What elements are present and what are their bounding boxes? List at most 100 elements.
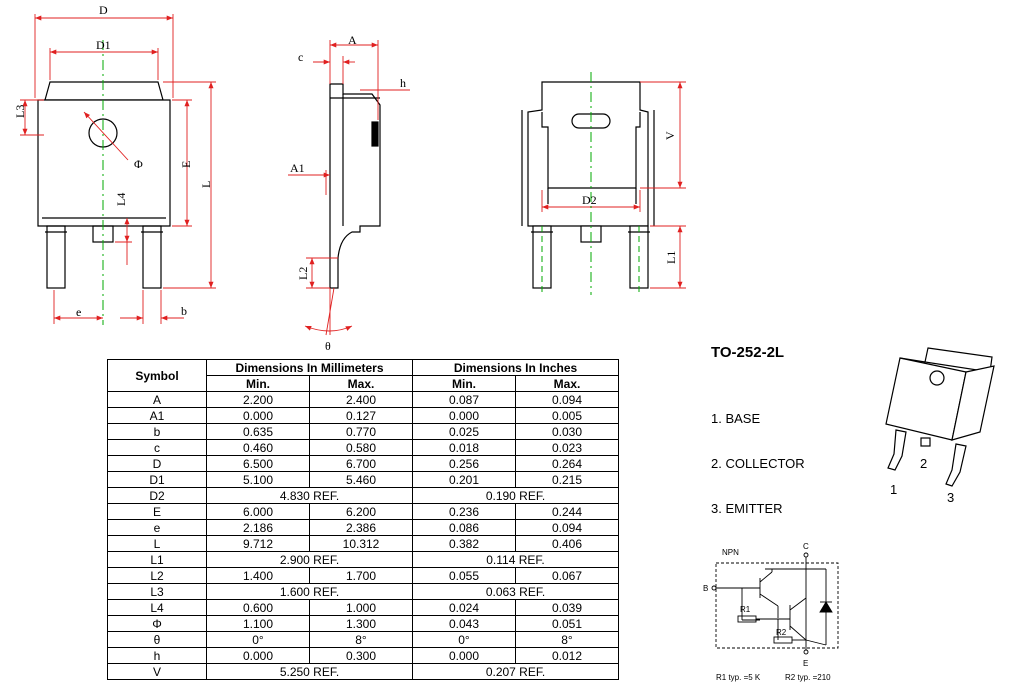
header-mm-max: Max.: [309, 375, 413, 392]
cell-mm-max: 8°: [309, 631, 413, 648]
header-mm-min: Min.: [206, 375, 310, 392]
cell-in-max: 0.094: [515, 519, 619, 536]
cell-symbol: e: [107, 519, 207, 536]
cell-mm-min: 2.186: [206, 519, 310, 536]
cell-in-max: 0.039: [515, 599, 619, 616]
cell-in-min: 0.086: [412, 519, 516, 536]
cell-mm-max: 0.770: [309, 423, 413, 440]
lead-right: [142, 225, 162, 289]
cell-mm-max: 2.400: [309, 391, 413, 408]
cell-mm-min: 2.200: [206, 391, 310, 408]
cell-symbol: h: [107, 647, 207, 664]
cell-in-max: 0.094: [515, 391, 619, 408]
label-c: c: [298, 50, 303, 64]
cell-mm-min: 1.400: [206, 567, 310, 584]
cell-mm-min: 9.712: [206, 535, 310, 552]
cell-in-min: 0.382: [412, 535, 516, 552]
cell-mm-min: 1.100: [206, 615, 310, 632]
pin-number-2: 2: [920, 456, 927, 471]
label-h: h: [400, 76, 406, 90]
cell-mm-max: 6.200: [309, 503, 413, 520]
schematic-r1: R1: [740, 605, 751, 614]
cell-mm-max: 1.300: [309, 615, 413, 632]
cell-mm-min: 0.000: [206, 647, 310, 664]
pin-number-3: 3: [947, 490, 954, 505]
cell-symbol: Φ: [107, 615, 207, 632]
cell-symbol: E: [107, 503, 207, 520]
cell-in-min: 0.055: [412, 567, 516, 584]
schematic-labels: NPN C B E R1 R2 R1 typ. =5 K R2 typ. =21…: [703, 542, 831, 682]
cell-mm-max: 10.312: [309, 535, 413, 552]
cell-mm-min: 6.000: [206, 503, 310, 520]
cell-symbol: L1: [107, 551, 207, 568]
schematic-b: B: [703, 584, 708, 593]
label-L: L: [199, 181, 213, 188]
cell-mm-min: 5.100: [206, 471, 310, 488]
cell-in-max: 0.067: [515, 567, 619, 584]
cell-symbol: D: [107, 455, 207, 472]
pin-2-label: 2. COLLECTOR: [711, 456, 805, 471]
cell-in-ref: 0.190 REF.: [412, 487, 619, 504]
cell-in-max: 0.023: [515, 439, 619, 456]
cell-symbol: θ: [107, 631, 207, 648]
cell-mm-min: 0.460: [206, 439, 310, 456]
cell-mm-ref: 2.900 REF.: [206, 551, 413, 568]
schematic-e: E: [803, 659, 808, 668]
cell-mm-max: 2.386: [309, 519, 413, 536]
cell-in-max: 0.005: [515, 407, 619, 424]
pin-number-1: 1: [890, 482, 897, 497]
label-A: A: [348, 33, 357, 47]
pin-1-label: 1. BASE: [711, 411, 761, 426]
cell-in-min: 0.025: [412, 423, 516, 440]
label-A1: A1: [290, 161, 305, 175]
label-L4: L4: [114, 193, 128, 206]
package-title: TO-252-2L: [711, 344, 785, 361]
cell-in-ref: 0.207 REF.: [412, 663, 619, 680]
cell-mm-min: 6.500: [206, 455, 310, 472]
cell-mm-max: 6.700: [309, 455, 413, 472]
cell-in-min: 0.000: [412, 647, 516, 664]
cell-symbol: L3: [107, 583, 207, 600]
header-mm: Dimensions In Millimeters: [206, 359, 413, 376]
cell-in-min: 0.087: [412, 391, 516, 408]
cell-in-min: 0.236: [412, 503, 516, 520]
cell-mm-min: 0.600: [206, 599, 310, 616]
pin-3-label: 3. EMITTER: [711, 501, 783, 516]
cell-mm-min: 0.635: [206, 423, 310, 440]
cell-in-min: 0.043: [412, 615, 516, 632]
label-L2: L2: [296, 267, 310, 280]
cell-in-min: 0.201: [412, 471, 516, 488]
cell-in-max: 0.030: [515, 423, 619, 440]
label-D2: D2: [582, 193, 597, 207]
side-view: [329, 83, 381, 289]
cell-mm-max: 0.300: [309, 647, 413, 664]
front-view: [37, 81, 171, 289]
side-dimension-lines: [288, 40, 410, 336]
cell-symbol: A: [107, 391, 207, 408]
schematic-c: C: [803, 542, 809, 551]
label-L3: L3: [13, 105, 27, 118]
cell-in-max: 0.051: [515, 615, 619, 632]
cell-symbol: L2: [107, 567, 207, 584]
cell-mm-max: 5.460: [309, 471, 413, 488]
schematic-r1-note: R1 typ. =5 K: [716, 673, 761, 682]
cell-in-max: 0.244: [515, 503, 619, 520]
